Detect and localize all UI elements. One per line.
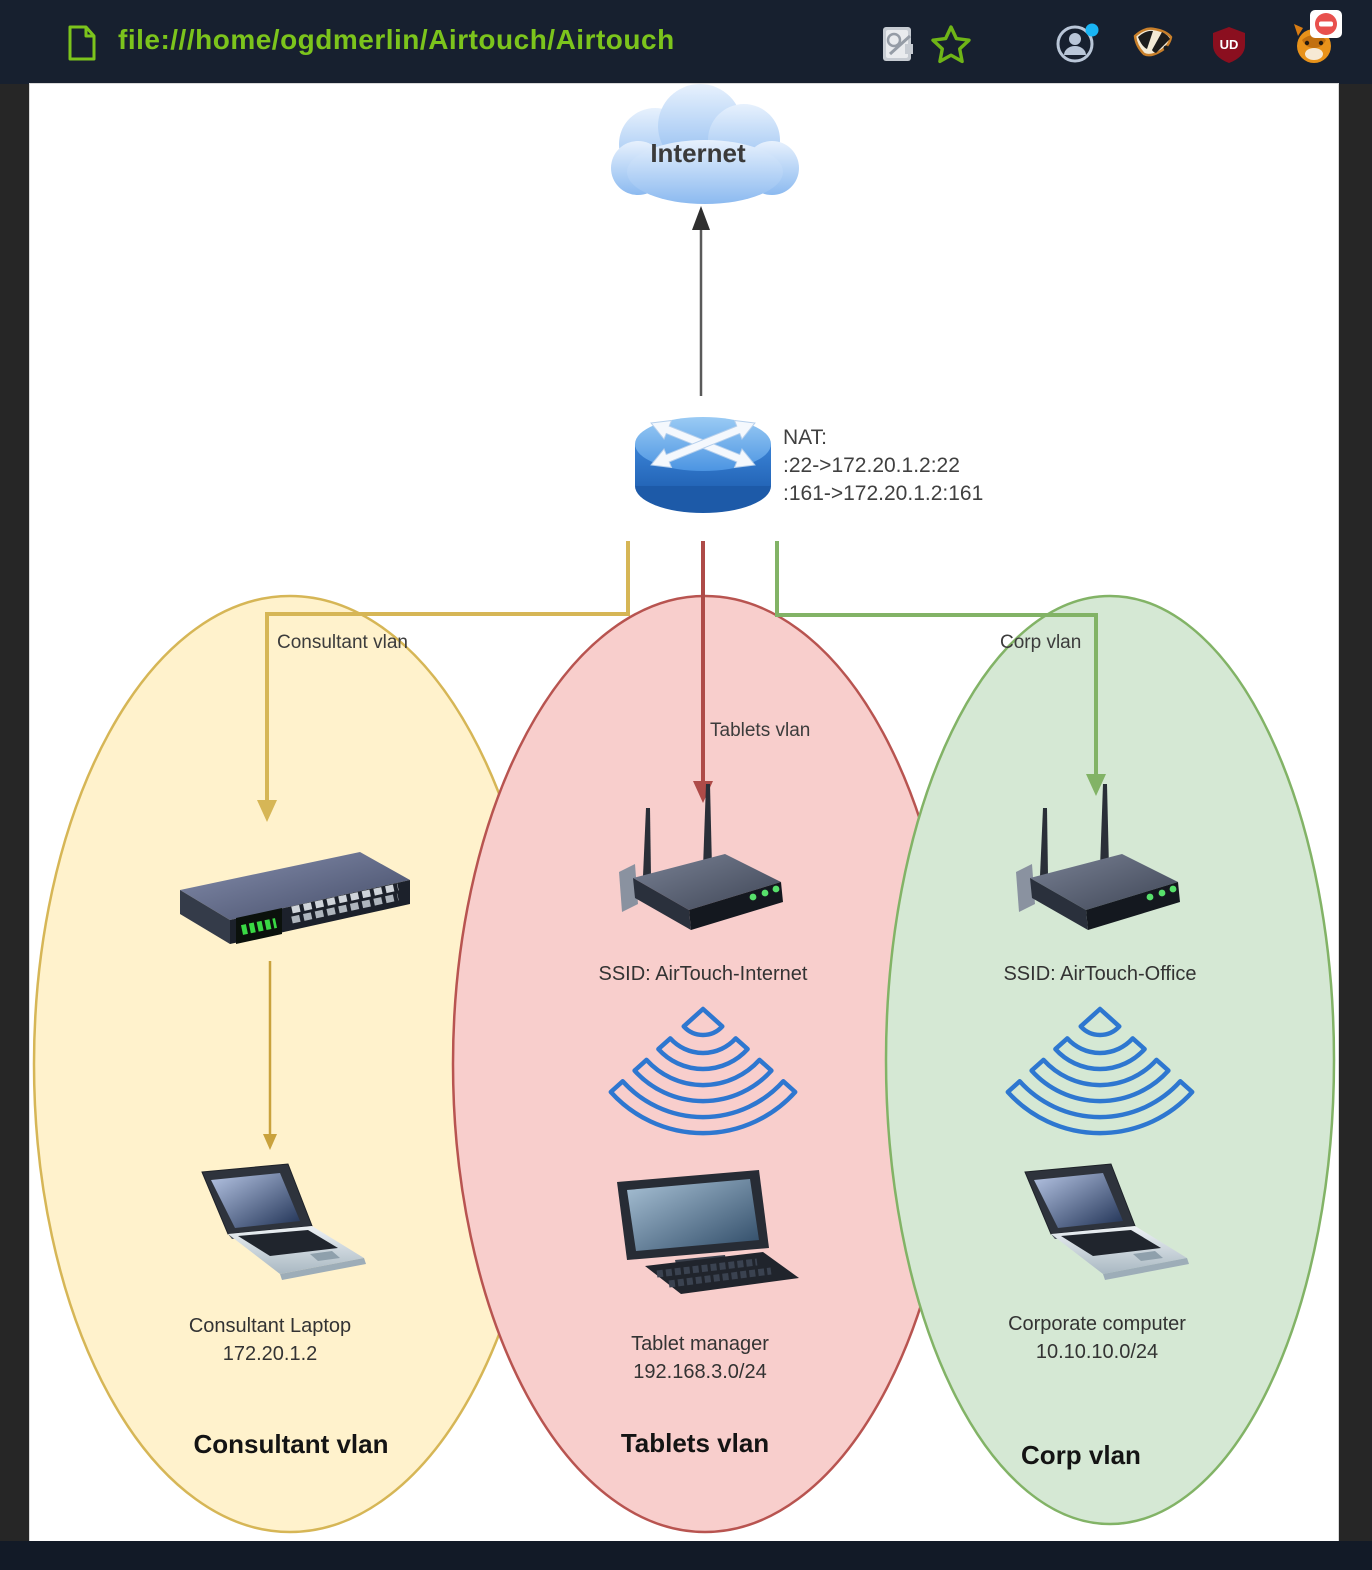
connector-consultant-vlan bbox=[257, 541, 630, 822]
browser-content-area: Internet NAT: bbox=[0, 84, 1372, 1541]
consultant-vlan-title: Consultant vlan bbox=[193, 1429, 388, 1459]
consultant-edge-label: Consultant vlan bbox=[277, 632, 408, 653]
nat-label: NAT: :22->172.20.1.2:22 :161->172.20.1.2… bbox=[783, 426, 983, 505]
address-url[interactable]: file:///home/ogdmerlin/Airtouch/Airtouch bbox=[118, 24, 675, 55]
router-icon bbox=[635, 417, 771, 513]
bookmark-star-icon[interactable] bbox=[930, 24, 972, 64]
internet-label: Internet bbox=[650, 138, 746, 168]
connector-switch-to-laptop bbox=[263, 961, 277, 1150]
privacy-badger-icon[interactable] bbox=[1132, 26, 1174, 64]
nat-line-2: :22->172.20.1.2:22 bbox=[783, 454, 960, 477]
corp-host-name: Corporate computer bbox=[1008, 1313, 1186, 1335]
ublock-shield-icon[interactable]: UD bbox=[1210, 25, 1248, 65]
corp-host-addr: 10.10.10.0/24 bbox=[1036, 1341, 1158, 1363]
tablets-edge-label: Tablets vlan bbox=[710, 720, 810, 741]
nat-line-3: :161->172.20.1.2:161 bbox=[783, 482, 983, 505]
network-diagram-image[interactable]: Internet NAT: bbox=[30, 84, 1338, 1541]
connector-corp-vlan bbox=[775, 541, 1106, 796]
file-page-icon bbox=[68, 25, 96, 61]
switch-icon bbox=[180, 852, 410, 944]
page-action-annotate-icon[interactable] bbox=[878, 26, 918, 64]
status-strip bbox=[0, 1541, 1372, 1570]
corp-edge-label: Corp vlan bbox=[1000, 632, 1081, 653]
internet-cloud-icon bbox=[611, 84, 799, 204]
corp-vlan-title: Corp vlan bbox=[1021, 1440, 1141, 1470]
browser-toolbar: file:///home/ogdmerlin/Airtouch/Airtouch bbox=[0, 0, 1372, 84]
account-icon[interactable] bbox=[1054, 22, 1100, 66]
foxyproxy-paused-icon[interactable] bbox=[1288, 10, 1342, 66]
corp-ssid-label: SSID: AirTouch-Office bbox=[1003, 963, 1196, 985]
corp-vlan-ellipse bbox=[884, 594, 1336, 1526]
ublock-shield-label: UD bbox=[1220, 37, 1239, 52]
tablets-vlan-title: Tablets vlan bbox=[621, 1428, 769, 1458]
consultant-host-name: Consultant Laptop bbox=[189, 1315, 351, 1337]
nat-line-1: NAT: bbox=[783, 426, 827, 449]
tablets-host-addr: 192.168.3.0/24 bbox=[633, 1361, 766, 1383]
network-diagram: Internet NAT: bbox=[32, 84, 1336, 1534]
tablets-host-name: Tablet manager bbox=[631, 1333, 769, 1355]
vlan-zones bbox=[32, 594, 1336, 1534]
connector-router-to-internet bbox=[692, 206, 710, 396]
tablets-ssid-label: SSID: AirTouch-Internet bbox=[599, 963, 808, 985]
consultant-host-addr: 172.20.1.2 bbox=[223, 1343, 318, 1365]
